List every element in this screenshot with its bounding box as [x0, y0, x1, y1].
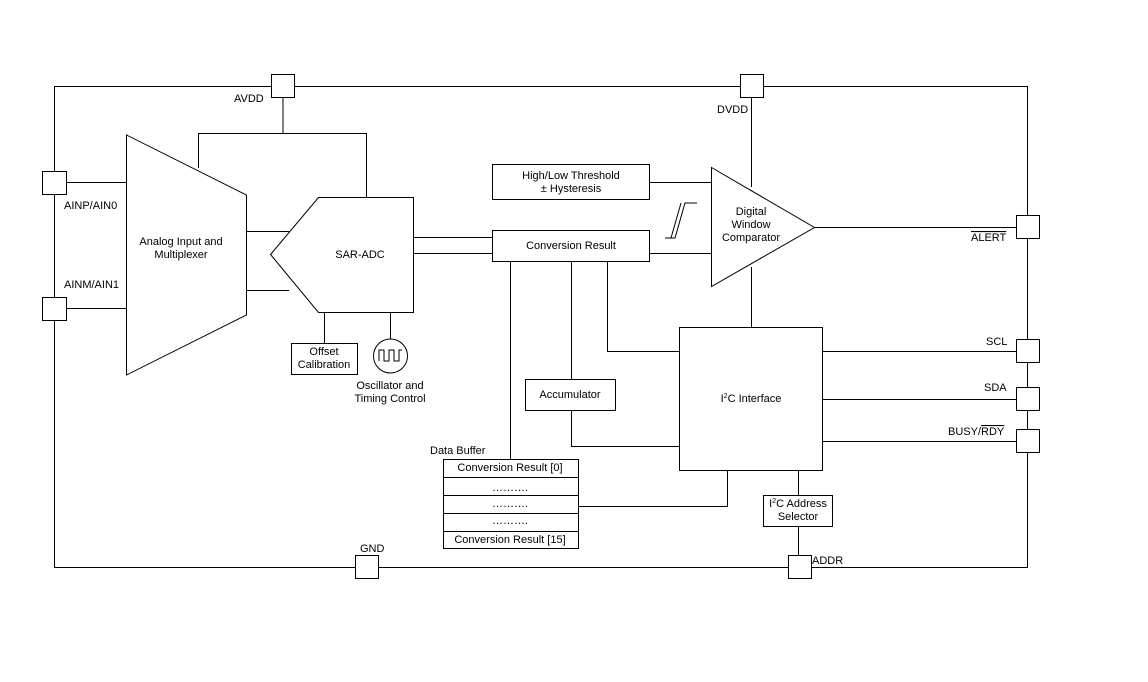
- label-scl: SCL: [986, 336, 1007, 348]
- label-addr: ADDR: [812, 555, 843, 567]
- chip-outline: [54, 86, 1028, 568]
- accumulator-block: [525, 379, 616, 411]
- pin-addr: [788, 555, 812, 579]
- pin-ainp: [42, 171, 67, 195]
- buffer-row: [443, 531, 579, 549]
- offset-calibration-block: [291, 343, 358, 375]
- hysteresis-icon-a: [665, 202, 697, 239]
- square-wave-icon: [378, 349, 402, 362]
- label-sda: SDA: [984, 382, 1007, 394]
- i2c-interface-label: I2C Interface: [721, 393, 782, 405]
- comp-label-1: Digital: [736, 206, 767, 218]
- wire-accum-i2c: [571, 410, 680, 447]
- oscillator-icon: [373, 338, 408, 374]
- mux-label-2: Multiplexer: [154, 249, 208, 261]
- conversion-result-label: Conversion Result: [526, 240, 616, 252]
- window-comparator: [711, 166, 816, 288]
- sar-adc-block: [269, 197, 414, 313]
- buffer-row-label: ……….: [492, 498, 528, 510]
- label-ainm: AINM/AIN1: [64, 279, 119, 291]
- threshold-label-1: High/Low Threshold: [522, 170, 620, 182]
- offset-label-2: Calibration: [298, 359, 351, 371]
- label-gnd: GND: [360, 543, 385, 555]
- label-dvdd: DVDD: [717, 104, 748, 116]
- pin-dvdd: [740, 74, 764, 98]
- label-avdd: AVDD: [234, 93, 264, 105]
- pin-ainm: [42, 297, 67, 321]
- i2c-interface-block: [679, 327, 823, 471]
- pin-sda: [1016, 387, 1040, 411]
- label-busy-rdy: BUSY/RDY: [948, 426, 1005, 438]
- buffer-row-label: ……….: [492, 482, 528, 494]
- label-alert: ALERT: [971, 232, 1007, 244]
- conversion-result-block: [492, 230, 650, 262]
- hysteresis-icon-b: [670, 202, 682, 239]
- buffer-row-label: ……….: [492, 515, 528, 527]
- mux-label-1: Analog Input and: [139, 236, 222, 248]
- addrsel-label-2: Selector: [778, 511, 819, 523]
- wire-cr-i2c: [607, 261, 680, 352]
- pin-scl: [1016, 339, 1040, 363]
- accumulator-label: Accumulator: [539, 389, 600, 401]
- label-ainp: AINP/AIN0: [64, 200, 117, 212]
- analog-mux: [126, 134, 247, 376]
- pin-avdd: [271, 74, 295, 98]
- pin-alert: [1016, 215, 1040, 239]
- wire-buffer-i2c: [579, 470, 728, 507]
- i2c-address-selector-block: [763, 495, 833, 527]
- comp-label-3: Comparator: [722, 232, 780, 244]
- buffer-row-label: Conversion Result [0]: [457, 462, 562, 474]
- pin-gnd: [355, 555, 379, 579]
- buffer-row-label: Conversion Result [15]: [454, 534, 565, 546]
- pin-busy-rdy: [1016, 429, 1040, 453]
- osc-label-2: Timing Control: [354, 393, 425, 405]
- osc-label-1: Oscillator and: [356, 380, 423, 392]
- threshold-label-2: ± Hysteresis: [541, 183, 602, 195]
- addrsel-label-1: I2C Address: [769, 498, 827, 510]
- data-buffer-title: Data Buffer: [430, 445, 486, 457]
- sar-adc-label: SAR-ADC: [335, 249, 385, 261]
- comp-label-2: Window: [731, 219, 770, 231]
- offset-label-1: Offset: [309, 346, 338, 358]
